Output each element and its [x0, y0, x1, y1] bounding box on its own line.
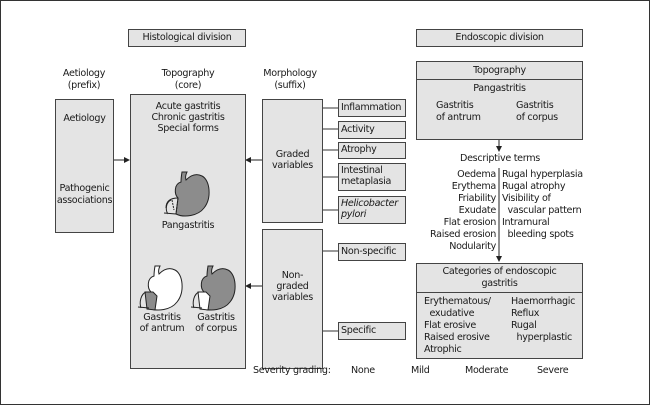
severity-severe: Severe — [537, 365, 569, 376]
descriptive-term: Exudate — [458, 205, 497, 216]
endoscopic-antrum-1: Gastritis — [436, 100, 474, 111]
endoscopic-corpus-1: Gastritis — [516, 100, 554, 111]
header-topography-sub: (core) — [174, 80, 202, 91]
antrum-label-2: of antrum — [139, 323, 185, 334]
topography-box — [130, 94, 246, 369]
descriptive-term: Rugal hyperplasia — [502, 169, 583, 180]
descriptive-terms-title: Descriptive terms — [459, 153, 540, 164]
non-graded-item-specific: Specific — [341, 325, 376, 336]
header-morphology-sub: (suffix) — [274, 80, 306, 91]
descriptive-term: Raised erosion — [430, 229, 496, 240]
corpus-label-1: Gastritis — [197, 312, 235, 323]
header-morphology: Morphology — [263, 68, 317, 79]
category-item: exudative — [424, 308, 475, 319]
histological-division-title: Histological division — [142, 32, 232, 43]
descriptive-term: Oedema — [457, 169, 496, 180]
endoscopic-topography-box — [416, 61, 583, 140]
stomach-pangastritis-icon — [163, 171, 210, 217]
stomach-corpus-icon — [190, 265, 236, 311]
non-graded-item-specific-box — [338, 322, 406, 340]
graded-label-1: Graded — [275, 149, 310, 160]
severity-mild: Mild — [411, 365, 430, 376]
graded-item-atrophy: Atrophy — [341, 144, 377, 155]
non-graded-variables-box — [262, 229, 323, 369]
header-topography: Topography — [161, 68, 215, 79]
antrum-label-1: Gastritis — [143, 312, 181, 323]
graded-item-helicobacter: Helicobacter — [341, 198, 398, 209]
histological-division-title-box — [128, 29, 246, 47]
categories-box — [416, 263, 583, 359]
severity-moderate: Moderate — [465, 365, 509, 376]
pathogenic-label: Pathogenic — [59, 183, 110, 194]
category-item: Flat erosive — [424, 320, 477, 331]
non-graded-item-non-specific-box — [338, 243, 406, 261]
category-item: Erythematous/ — [424, 296, 491, 307]
descriptive-term: bleeding spots — [502, 229, 574, 240]
chronic-gastritis: Chronic gastritis — [151, 112, 225, 123]
descriptive-term: Flat erosion — [443, 217, 497, 228]
header-aetiology: Aetiology — [62, 68, 106, 79]
header-aetiology-sub: (prefix) — [67, 80, 101, 91]
endoscopic-division-title-box — [416, 29, 583, 47]
non-graded-label-1: Non- — [281, 270, 304, 281]
non-graded-item-non-specific: Non-specific — [341, 246, 397, 257]
severity-none: None — [351, 365, 375, 376]
descriptive-term: Rugal atrophy — [502, 181, 566, 192]
endoscopic-pangastritis: Pangastritis — [473, 83, 526, 94]
categories-header-2: gastritis — [481, 278, 518, 289]
descriptive-term: Friability — [458, 193, 496, 204]
category-item: Atrophic — [424, 344, 462, 355]
endoscopic-division-title: Endoscopic division — [455, 32, 544, 43]
category-item: Rugal — [511, 320, 537, 331]
graded-item-helicobacter-box — [338, 196, 406, 224]
graded-item-pylori: pylori — [341, 209, 367, 220]
stomach-antrum-icon — [137, 265, 183, 311]
corpus-label-2: of corpus — [195, 323, 237, 334]
descriptive-term: Visibility of — [502, 193, 551, 204]
graded-item-intestinal-metaplasia-box — [338, 163, 406, 191]
graded-item-inflammation: Inflammation — [341, 102, 402, 113]
graded-item-activity-box — [338, 121, 406, 139]
graded-variables-box — [262, 99, 323, 223]
endoscopic-topography-header: Topography — [473, 65, 526, 76]
graded-item-metaplasia: metaplasia — [341, 176, 392, 187]
descriptive-term: Erythema — [451, 181, 497, 192]
descriptive-term: vascular pattern — [502, 205, 582, 216]
non-graded-label-2: graded — [276, 281, 309, 292]
category-item: hyperplastic — [511, 332, 572, 343]
pangastritis-label: Pangastritis — [161, 220, 215, 231]
categories-header-1: Categories of endoscopic — [442, 266, 557, 277]
aetiology-box — [55, 99, 114, 233]
category-item: Reflux — [511, 308, 540, 319]
category-item: Haemorrhagic — [511, 296, 576, 307]
descriptive-term: Intramural — [502, 217, 550, 228]
graded-item-atrophy-box — [338, 142, 406, 159]
graded-item-inflammation-box — [338, 99, 406, 117]
endoscopic-antrum-2: of antrum — [436, 112, 481, 123]
graded-item-intestinal: Intestinal — [341, 165, 383, 176]
categories-divider — [416, 292, 583, 293]
endoscopic-corpus-2: of corpus — [516, 112, 558, 123]
acute-gastritis: Acute gastritis — [155, 101, 221, 112]
associations-label: associations — [56, 195, 113, 206]
graded-label-2: variables — [271, 160, 313, 171]
special-forms: Special forms — [157, 123, 219, 134]
descriptive-term: Nodularity — [449, 241, 496, 252]
graded-item-activity: Activity — [341, 124, 375, 135]
category-item: Raised erosive — [424, 332, 490, 343]
severity-label: Severity grading: — [253, 365, 331, 376]
non-graded-label-3: variables — [271, 292, 313, 303]
endoscopic-topography-divider — [416, 79, 583, 80]
aetiology-label: Aetiology — [63, 113, 106, 124]
